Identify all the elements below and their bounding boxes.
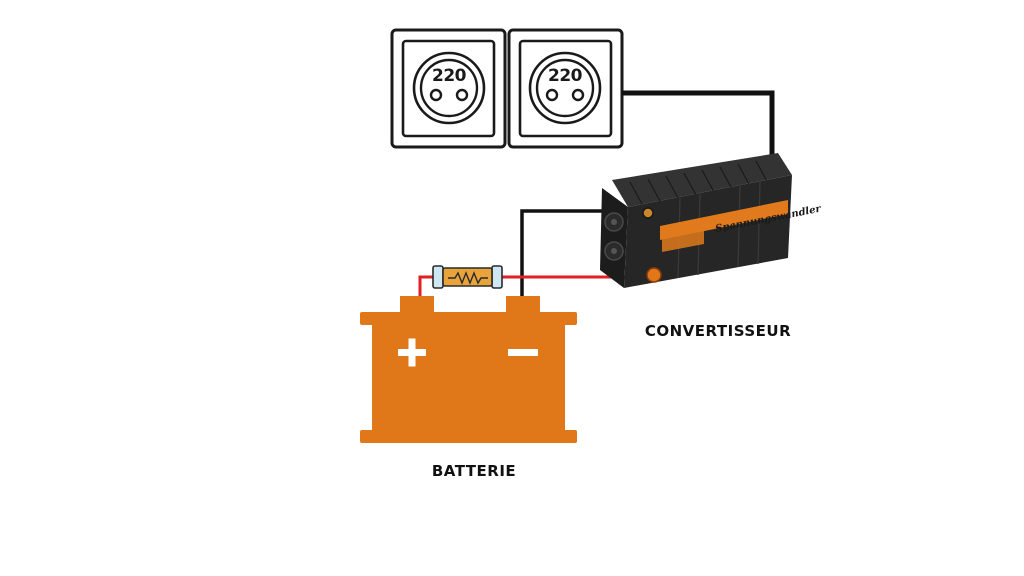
negative-wire [520,209,608,300]
socket-1: 220 [390,28,507,149]
inverter-negative-terminal [642,207,654,219]
socket-2-pin-left [545,88,559,102]
battery-caption: BATTERIE [432,462,516,480]
fuse-icon [432,265,503,289]
ac-output-wire [622,90,775,162]
socket-2-pin-right [571,88,585,102]
socket-2: 220 [507,28,624,149]
battery-minus-symbol [508,349,538,356]
socket-2-label: 220 [548,66,583,86]
positive-wire [418,275,436,300]
socket-1-pin-right [455,88,469,102]
inverter-caption: CONVERTISSEUR [645,322,791,340]
inverter-icon: Spannungswandler [600,153,822,288]
socket-1-label: 220 [432,66,467,86]
socket-1-pin-left [429,88,443,102]
inverter-positive-terminal [646,267,662,283]
battery-icon [360,296,577,443]
